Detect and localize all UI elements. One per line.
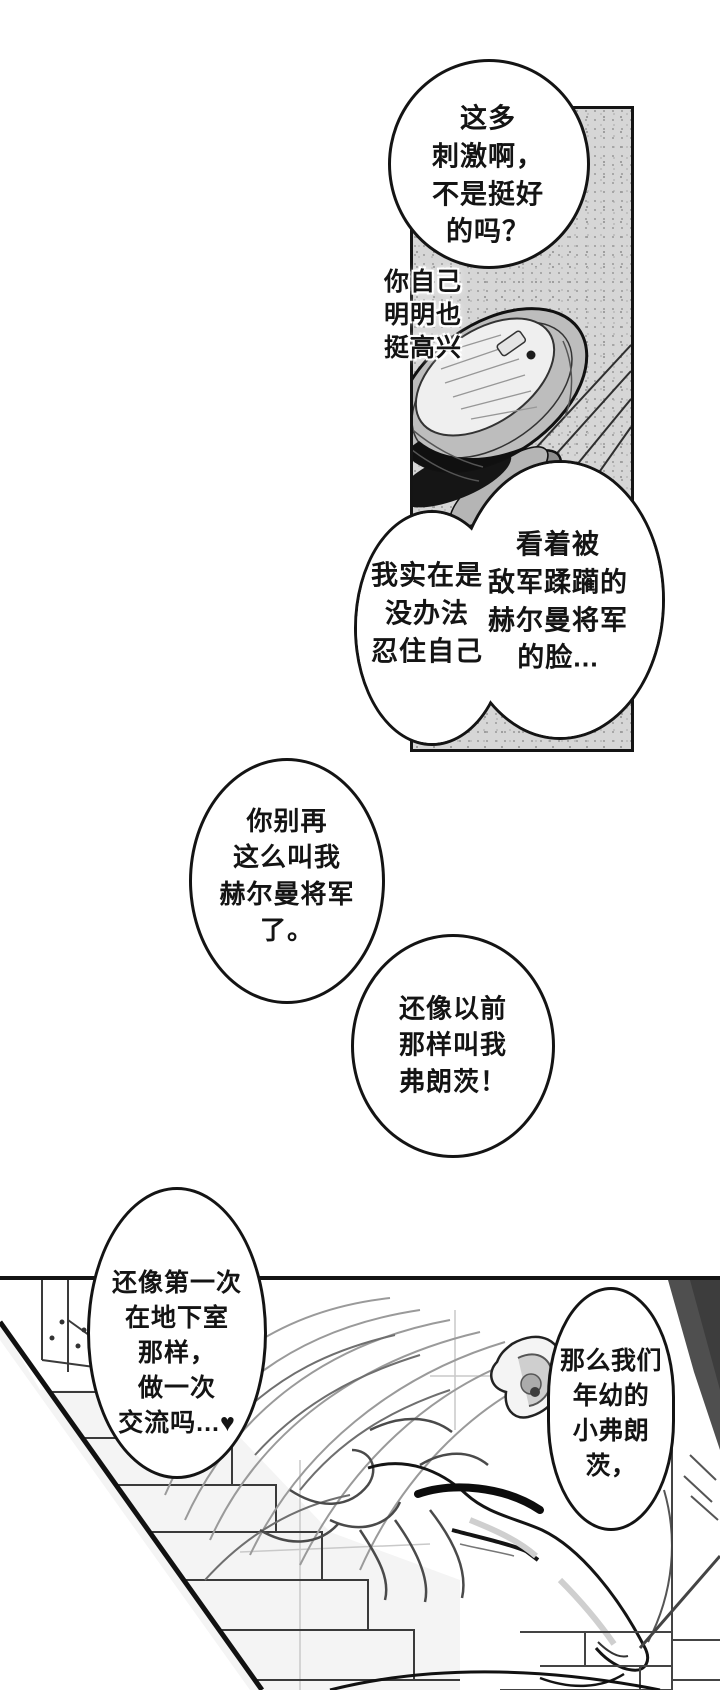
speech-text-excited: 这多 刺激啊， 不是挺好 的吗？ — [432, 103, 544, 247]
speech-text-stop-calling: 你别再 这么叫我 赫尔曼将军 了。 — [219, 806, 355, 946]
speech-text-like-first-time: 还像第一次 在地下室 那样， 做一次 交流吗...♥ — [112, 1231, 242, 1441]
speech-text-cant-resist: 我实在是 没办法 忍住自己 — [371, 560, 483, 666]
face-profile — [367, 1462, 673, 1688]
speech-text-like-first-time-body: 还像第一次 在地下室 那样， 做一次 交流吗... — [111, 1269, 243, 1437]
caption-you-yourself: 你自己 明明也 挺高兴 — [384, 268, 463, 362]
speech-text-young-franz: 那么我们 年幼的 小弗朗茨， — [559, 1347, 662, 1480]
speech-bubble-call-me-franz — [351, 934, 555, 1158]
officer-cap — [413, 307, 589, 545]
speech-text-call-me-franz: 还像以前 那样叫我 弗朗茨！ — [398, 993, 508, 1097]
speech-text-watching-general: 看着被 敌军蹂躏的 赫尔曼将军 的脸... — [488, 529, 628, 673]
hair — [149, 1297, 557, 1571]
brick-wall — [500, 1440, 720, 1690]
heart-icon: ♥ — [219, 1409, 236, 1437]
speech-bubble-like-first-time — [87, 1187, 267, 1479]
speech-bubble-young-franz — [547, 1287, 675, 1531]
speech-bubble-excited — [388, 59, 590, 269]
speech-bubble-stop-calling — [189, 758, 385, 1004]
